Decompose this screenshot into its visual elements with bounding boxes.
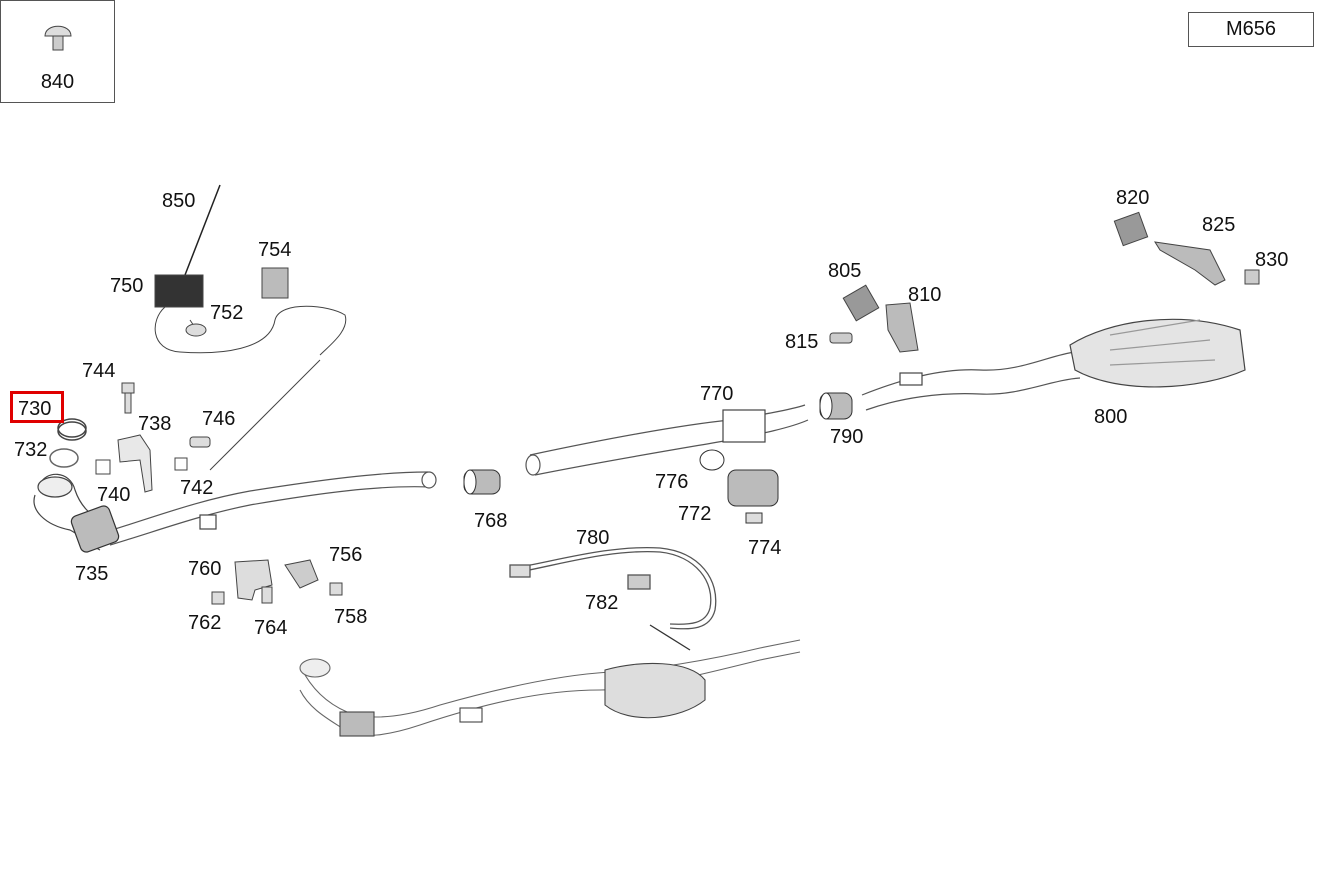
label-740: 740 [97, 484, 130, 506]
label-850: 850 [162, 190, 195, 212]
hanger-parts [829, 284, 919, 353]
clamp-730-shape [49, 418, 87, 468]
sensor-wiring-750 [154, 184, 347, 471]
label-758: 758 [334, 606, 367, 628]
clamp-768-shape [463, 469, 501, 495]
label-810: 810 [908, 284, 941, 306]
label-800: 800 [1094, 406, 1127, 428]
model-code: M656 [1188, 12, 1314, 47]
bracket-738-shape [95, 434, 188, 493]
label-770: 770 [700, 383, 733, 405]
label-750: 750 [110, 275, 143, 297]
intermediate-pipe [525, 404, 809, 476]
label-730: 730 [18, 398, 51, 420]
label-782: 782 [585, 592, 618, 614]
label-762: 762 [188, 612, 221, 634]
label-754: 754 [258, 239, 291, 261]
sensor-cable-780 [509, 546, 717, 651]
front-pipe-assembly [33, 471, 437, 553]
highlight-box [10, 391, 64, 423]
label-742: 742 [180, 477, 213, 499]
label-738: 738 [138, 413, 171, 435]
label-732: 732 [14, 439, 47, 461]
label-764: 764 [254, 617, 287, 639]
label-746: 746 [202, 408, 235, 430]
label-735: 735 [75, 563, 108, 585]
push-clip-icon [44, 25, 72, 51]
rear-hanger-parts [1113, 211, 1260, 286]
label-752: 752 [210, 302, 243, 324]
actuator-772 [699, 449, 779, 524]
label-776: 776 [655, 471, 688, 493]
label-760: 760 [188, 558, 221, 580]
label-768: 768 [474, 510, 507, 532]
label-774: 774 [748, 537, 781, 559]
label-815: 815 [785, 331, 818, 353]
label-830: 830 [1255, 249, 1288, 271]
inset-840: 840 [0, 0, 115, 103]
label-772: 772 [678, 503, 711, 525]
label-756: 756 [329, 544, 362, 566]
label-825: 825 [1202, 214, 1235, 236]
assembly-overview [299, 639, 801, 737]
sensor-746-shape [189, 436, 211, 448]
label-790: 790 [830, 426, 863, 448]
brackets-lower [211, 559, 343, 605]
label-805: 805 [828, 260, 861, 282]
part-labels: 850 750 752 754 744 730 738 746 732 740 … [14, 187, 1288, 639]
bolt-744-shape [121, 382, 135, 414]
label-780: 780 [576, 527, 609, 549]
label-744: 744 [82, 360, 115, 382]
clamp-790-shape [819, 392, 853, 420]
inset-part-number: 840 [40, 71, 75, 93]
label-820: 820 [1116, 187, 1149, 209]
rear-muffler-assembly [861, 318, 1246, 411]
